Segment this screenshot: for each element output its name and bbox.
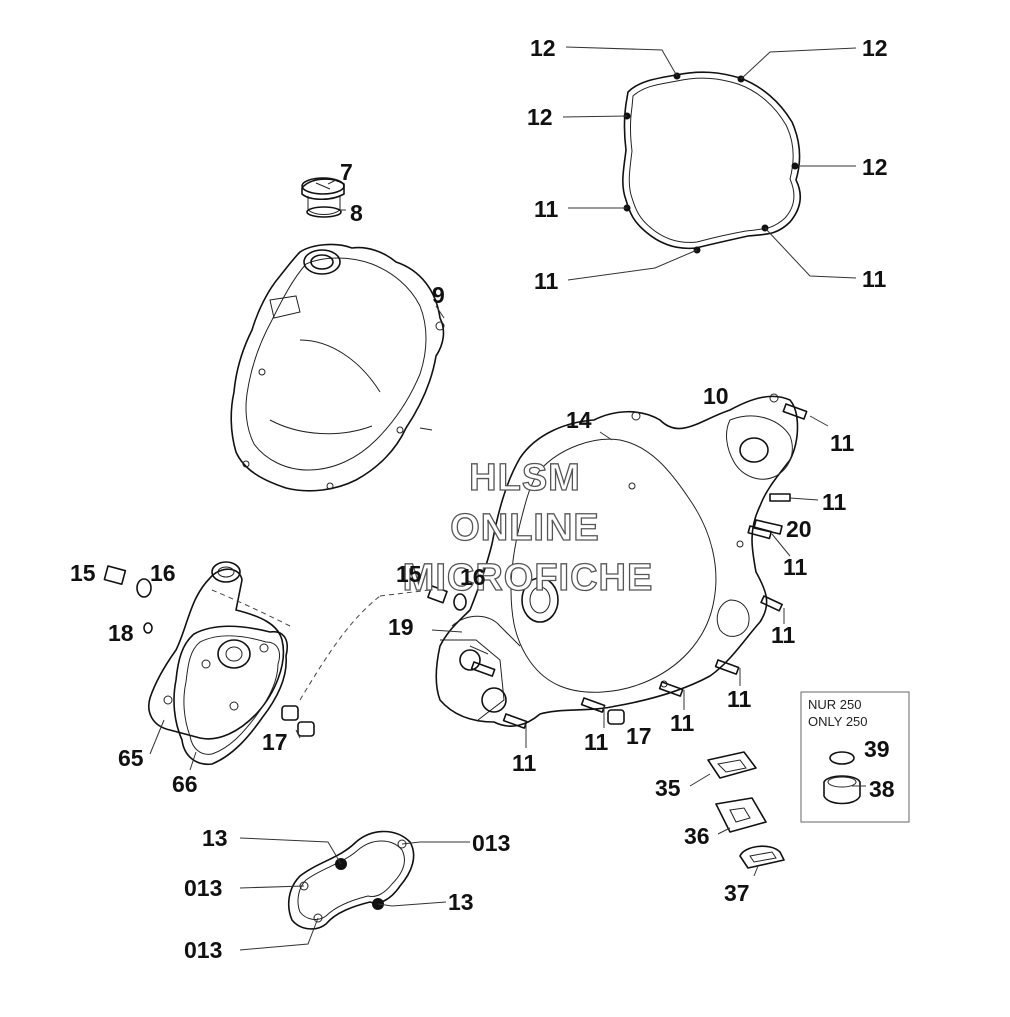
note-box-line1: NUR 250	[808, 697, 861, 712]
part-label: 14	[566, 407, 592, 433]
watermark: HLSM ONLINE MICROFICHE	[402, 456, 654, 599]
part-label: 11	[534, 196, 559, 222]
water-pump-cover	[148, 561, 285, 740]
part-label: 11	[584, 729, 609, 755]
part-label: 39	[864, 736, 890, 762]
part-label: 8	[350, 200, 363, 226]
part-label: 11	[771, 622, 796, 648]
water-pump-gasket	[173, 625, 288, 765]
filler-leader-lines	[327, 179, 346, 211]
grommets	[689, 751, 785, 877]
part-label: 11	[862, 266, 887, 292]
clutch-cover	[230, 243, 445, 492]
part-label: 12	[530, 35, 556, 61]
gasket-leader-lines	[562, 46, 857, 281]
part-label: 11	[727, 686, 752, 712]
watermark-line3: MICROFICHE	[403, 557, 654, 599]
part-label: 11	[670, 710, 695, 736]
note-box: NUR 250 ONLY 250	[800, 691, 910, 823]
part-label: 16	[150, 560, 176, 586]
part-label: 13	[448, 889, 474, 915]
oil-filler-plug	[301, 177, 345, 218]
part-label: 11	[534, 268, 559, 294]
crankcase-leader-lines	[431, 415, 829, 748]
note-box-line2: ONLY 250	[808, 714, 868, 729]
watermark-line2: ONLINE	[450, 507, 600, 549]
crankcase-cover	[435, 393, 799, 727]
part-label: 20	[786, 516, 812, 542]
part-label: 7	[340, 159, 353, 185]
clutch-cover-gasket	[622, 71, 802, 254]
part-label: 12	[527, 104, 553, 130]
part-label: 11	[783, 554, 808, 580]
part-label: 19	[388, 614, 414, 640]
part-label: 12	[862, 154, 888, 180]
part-label: 65	[118, 745, 144, 771]
part-label: 13	[202, 825, 228, 851]
part-label: 013	[184, 937, 222, 963]
part-label: 17	[626, 723, 652, 749]
part-label: 36	[684, 823, 710, 849]
part-label: 66	[172, 771, 198, 797]
part-label: 18	[108, 620, 134, 646]
drain-plug-middle	[427, 585, 467, 611]
part-label: 16	[460, 564, 486, 590]
bolts	[470, 403, 808, 729]
dashed-guide-lines	[211, 589, 431, 701]
part-label: 9	[432, 282, 445, 308]
part-label: 15	[70, 560, 96, 586]
water-pump-gasket-bottom	[287, 830, 415, 930]
wp-small-parts	[103, 565, 625, 771]
part-labels: 12 12 12 12 11 11 11 7 8 9 10 11 14 11 2…	[70, 35, 895, 963]
part-label: 12	[862, 35, 888, 61]
gasket-bottom-leader-lines	[239, 837, 470, 951]
part-label: 35	[655, 775, 681, 801]
part-label: 38	[869, 776, 895, 802]
part-label: 11	[830, 430, 855, 456]
part-label: 11	[512, 750, 537, 776]
part-label: 37	[724, 880, 750, 906]
part-label: 013	[472, 830, 510, 856]
part-label: 10	[703, 383, 729, 409]
part-label: 15	[396, 561, 422, 587]
part-label: 11	[822, 489, 847, 515]
watermark-line1: HLSM	[469, 457, 581, 499]
part-label: 013	[184, 875, 222, 901]
part-label: 17	[262, 729, 288, 755]
